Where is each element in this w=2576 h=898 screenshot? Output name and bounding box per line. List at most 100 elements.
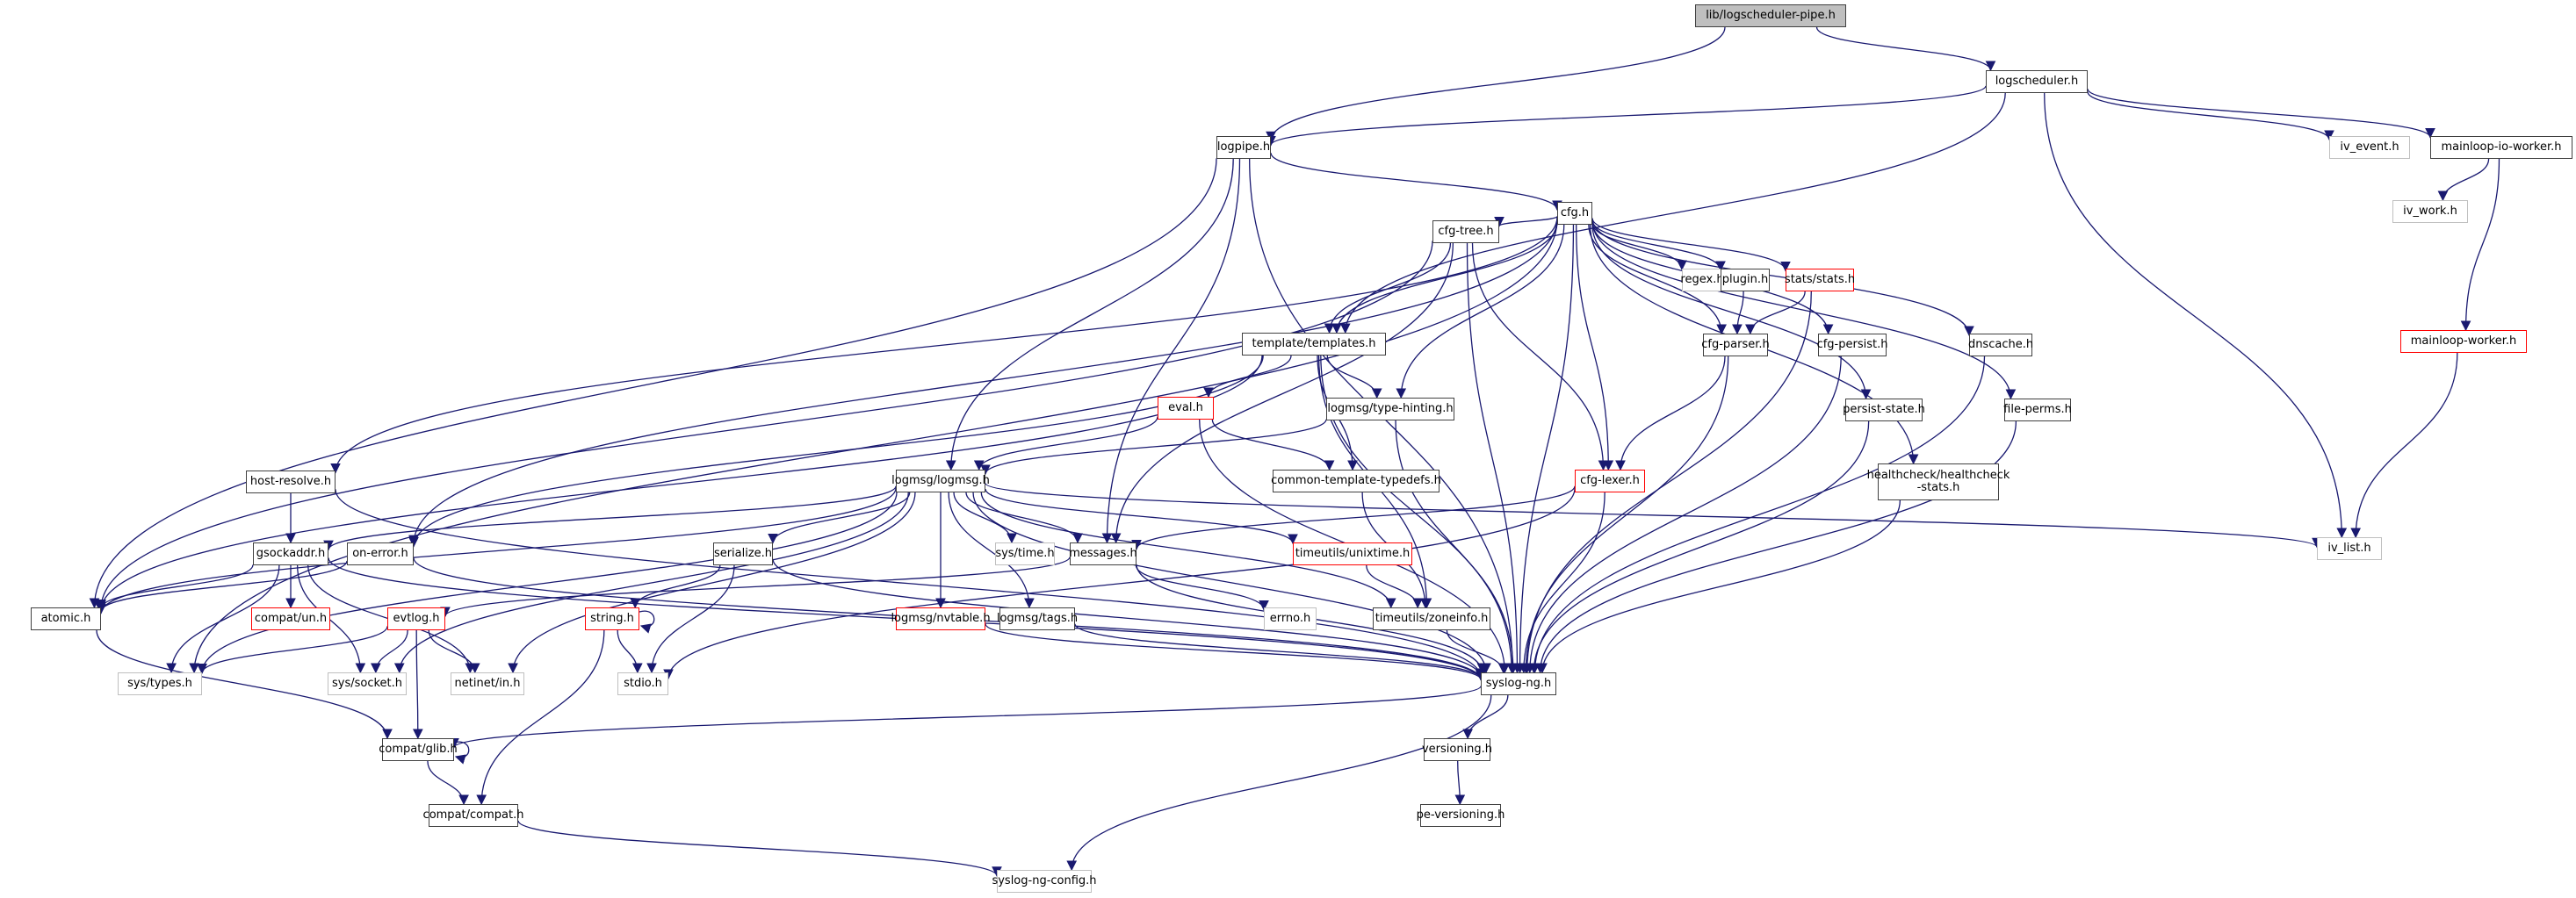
node-label: cfg-tree.h (1438, 225, 1494, 238)
edge-cfg-to-file_perms (1591, 220, 2017, 400)
edge-syslog_ng-to-syslog_ng_config (1066, 694, 1492, 872)
edge-cfg-to-dnscache (1591, 219, 1974, 337)
edge-logscheduler-to-mainloop_io_worker (2087, 88, 2435, 139)
node-label: mainloop-io-worker.h (2441, 140, 2562, 154)
edge-gsockaddr-to-sys_types (166, 564, 280, 674)
edge-zoneinfo-to-syslog_ng (1446, 629, 1509, 674)
node-label: file-perms.h (2003, 403, 2072, 416)
node-label: logmsg/nvtable.h (891, 612, 991, 625)
node-stats[interactable]: stats/stats.h (1784, 269, 1856, 291)
node-healthcheck-stats[interactable]: healthcheck/healthcheck -stats.h (1867, 463, 2010, 500)
node-tags[interactable]: logmsg/tags.h (997, 607, 1078, 630)
node-unixtime[interactable]: timeutils/unixtime.h (1293, 542, 1412, 565)
edge-cfg_lexer-to-stdio (663, 488, 1576, 680)
node-stdio: stdio.h (617, 672, 668, 695)
node-atomic[interactable]: atomic.h (31, 607, 101, 630)
edge-serialize-to-string (630, 564, 721, 609)
edge-glib-to-glib (453, 741, 470, 765)
node-iv-work: iv_work.h (2392, 200, 2468, 223)
edge-dnscache-to-syslog_ng (1529, 356, 1986, 674)
edge-root-to-logpipe (1266, 26, 1726, 142)
node-label: netinet/in.h (454, 677, 521, 690)
edge-versioning-to-pe_versioning (1454, 760, 1466, 806)
node-logscheduler[interactable]: logscheduler.h (1986, 70, 2088, 93)
node-iv-list: iv_list.h (2317, 537, 2382, 560)
node-zoneinfo[interactable]: timeutils/zoneinfo.h (1373, 607, 1490, 630)
edge-logmsg-to-unixtime (985, 488, 1298, 545)
edge-healthcheck-to-syslog_ng (1537, 499, 1901, 674)
edge-logmsg-to-sys_time (953, 492, 1017, 544)
node-label: messages.h (1069, 547, 1137, 560)
edge-syslog_ng-to-glib (449, 686, 1482, 749)
node-label: logmsg/type-hinting.h (1327, 402, 1454, 415)
node-nvtable[interactable]: logmsg/nvtable.h (891, 607, 991, 630)
node-logpipe[interactable]: logpipe.h (1216, 136, 1271, 159)
edge-stats-to-cfg_parser (1745, 291, 1806, 335)
node-syslog-ng[interactable]: syslog-ng.h (1481, 672, 1556, 695)
node-compat-un[interactable]: compat/un.h (251, 607, 330, 630)
node-compat-compat[interactable]: compat/compat.h (423, 804, 523, 827)
node-serialize[interactable]: serialize.h (713, 542, 773, 565)
node-label: common-template-typedefs.h (1271, 474, 1441, 487)
node-cfg[interactable]: cfg.h (1557, 202, 1592, 225)
node-eval[interactable]: eval.h (1158, 397, 1214, 420)
node-cfg-persist[interactable]: cfg-persist.h (1816, 334, 1888, 356)
node-label: regex.h (1680, 273, 1724, 286)
node-label: timeutils/unixtime.h (1295, 547, 1411, 560)
node-label: healthcheck/healthcheck -stats.h (1866, 469, 2010, 494)
edge-cfg-to-syslog_ng (1514, 224, 1575, 674)
node-common-template-typedefs[interactable]: common-template-typedefs.h (1271, 470, 1441, 492)
node-dnscache[interactable]: dnscache.h (1968, 334, 2033, 356)
edge-logscheduler-to-iv_list (2044, 92, 2348, 539)
edge-cfg_lexer-to-syslog_ng (1519, 492, 1605, 674)
node-mainloop-io-worker[interactable]: mainloop-io-worker.h (2430, 136, 2572, 159)
edge-evtlog-to-sys_types (197, 626, 388, 675)
edge-serialize-to-stdio (646, 564, 735, 674)
node-persist-state[interactable]: persist-state.h (1843, 399, 1925, 421)
node-label: syslog-ng-config.h (992, 874, 1097, 887)
edge-logmsg-to-atomic (96, 488, 897, 614)
edge-logmsg-to-sys_types (197, 492, 898, 674)
edge-messages-to-errno (1135, 564, 1269, 611)
node-gsockaddr[interactable]: gsockaddr.h (253, 542, 328, 565)
node-cfg-tree[interactable]: cfg-tree.h (1432, 220, 1499, 243)
node-host-resolve[interactable]: host-resolve.h (246, 471, 336, 493)
node-on-error[interactable]: on-error.h (347, 542, 414, 565)
node-versioning[interactable]: versioning.h (1422, 738, 1492, 761)
node-label: sys/socket.h (331, 677, 403, 690)
edge-templates-to-type_hinting (1326, 355, 1382, 399)
node-compat-glib[interactable]: compat/glib.h (379, 738, 458, 761)
node-label: host-resolve.h (249, 475, 332, 488)
node-label: cfg-parser.h (1701, 338, 1770, 351)
node-label: stats/stats.h (1784, 273, 1856, 286)
node-file-perms[interactable]: file-perms.h (2003, 399, 2072, 421)
edge-serialize-to-syslog_ng (772, 558, 1486, 679)
edge-mainloop_worker-to-iv_list (2350, 352, 2458, 539)
node-plugin[interactable]: plugin.h (1721, 269, 1770, 291)
node-pe-versioning[interactable]: pe-versioning.h (1417, 804, 1504, 827)
node-label: iv_event.h (2340, 140, 2399, 154)
node-string[interactable]: string.h (585, 607, 639, 630)
node-evtlog[interactable]: evtlog.h (387, 607, 445, 630)
node-label: compat/un.h (254, 612, 328, 625)
edge-logscheduler-to-iv_event (2087, 91, 2334, 141)
edge-string-to-compat (476, 629, 605, 806)
node-cfg-lexer[interactable]: cfg-lexer.h (1575, 470, 1645, 492)
node-label: mainloop-worker.h (2410, 334, 2517, 348)
edge-logmsg-to-messages (965, 492, 1083, 544)
node-label: cfg-persist.h (1816, 338, 1888, 351)
node-mainloop-worker[interactable]: mainloop-worker.h (2400, 330, 2527, 353)
edge-cfg-to-cfg_tree (1494, 215, 1558, 227)
edge-cfg_tree-to-syslog_ng (1466, 242, 1523, 674)
node-type-hinting[interactable]: logmsg/type-hinting.h (1326, 398, 1454, 420)
node-netinet-in: netinet/in.h (451, 672, 524, 695)
node-cfg-parser[interactable]: cfg-parser.h (1701, 334, 1770, 356)
edge-cfg_lexer-to-messages (1131, 485, 1576, 550)
node-messages[interactable]: messages.h (1069, 542, 1137, 565)
edge-templates-to-on_error (408, 355, 1264, 548)
edge-templates-to-eval (1203, 355, 1292, 399)
node-logmsg[interactable]: logmsg/logmsg.h (891, 470, 990, 492)
node-templates[interactable]: template/templates.h (1242, 333, 1386, 356)
